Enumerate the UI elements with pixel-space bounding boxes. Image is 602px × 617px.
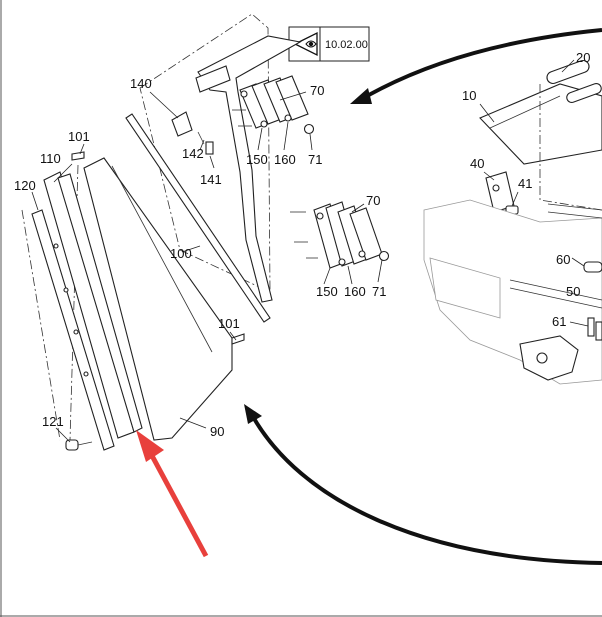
callout-71-upper: 71 xyxy=(308,152,322,167)
part-101-pin-lower xyxy=(231,333,245,345)
callout-120: 120 xyxy=(14,178,36,193)
centerline-120 xyxy=(21,209,61,441)
part-50-shaft xyxy=(509,279,602,301)
callout-160-upper: 160 xyxy=(274,152,296,167)
callout-140: 140 xyxy=(130,76,152,91)
part-20-roller xyxy=(546,59,590,85)
screw-row-120 xyxy=(53,243,89,377)
centerline-enclosure xyxy=(139,13,271,293)
centerline-110 xyxy=(69,164,79,441)
part-141-screw xyxy=(205,141,214,155)
callout-60: 60 xyxy=(556,252,570,267)
part-101-pin-upper xyxy=(71,151,85,161)
callout-90: 90 xyxy=(210,424,224,439)
part-121-screw xyxy=(65,439,93,451)
part-60-pin xyxy=(583,261,602,273)
callout-71-lower: 71 xyxy=(372,284,386,299)
highlight-arrow xyxy=(136,430,209,558)
mount-frame-bar xyxy=(197,35,302,303)
lower-curved-arrow xyxy=(250,414,602,565)
part-10-cover xyxy=(479,83,602,165)
hinge-assembly-lower xyxy=(290,201,390,269)
view-reference-box: 10.02.00 xyxy=(288,26,370,62)
leader-lines xyxy=(31,59,589,443)
callout-101-lower: 101 xyxy=(218,316,240,331)
upper-arrowhead xyxy=(350,88,372,104)
callout-61: 61 xyxy=(552,314,566,329)
hinge-assembly-upper xyxy=(232,75,315,135)
upper-curved-arrow xyxy=(358,28,602,102)
callout-142: 142 xyxy=(182,146,204,161)
view-reference-code: 10.02.00 xyxy=(325,39,368,51)
callout-141: 141 xyxy=(200,172,222,187)
lower-arrowhead xyxy=(244,404,262,424)
part-61-clip xyxy=(587,317,595,337)
part-120-strip xyxy=(31,209,115,451)
callout-121: 121 xyxy=(42,414,64,429)
part-100-strip xyxy=(125,113,271,323)
callout-150-lower: 150 xyxy=(316,284,338,299)
eye-icon xyxy=(293,31,318,57)
callout-10: 10 xyxy=(462,88,476,103)
callout-70-upper: 70 xyxy=(310,83,324,98)
part-90-panel xyxy=(83,157,233,441)
callout-50: 50 xyxy=(566,284,580,299)
part-140-clip xyxy=(171,111,193,137)
nut-71-lower xyxy=(378,250,390,262)
callout-100: 100 xyxy=(170,246,192,261)
callout-41: 41 xyxy=(518,176,532,191)
callout-40: 40 xyxy=(470,156,484,171)
callout-150-upper: 150 xyxy=(246,152,268,167)
machine-assembly-right xyxy=(423,59,602,385)
callout-160-lower: 160 xyxy=(344,284,366,299)
nut-71-upper xyxy=(303,123,315,135)
callout-20: 20 xyxy=(576,50,590,65)
callout-101-upper: 101 xyxy=(68,129,90,144)
mount-bracket xyxy=(195,65,231,93)
callout-70-lower: 70 xyxy=(366,193,380,208)
callout-110: 110 xyxy=(40,151,61,166)
